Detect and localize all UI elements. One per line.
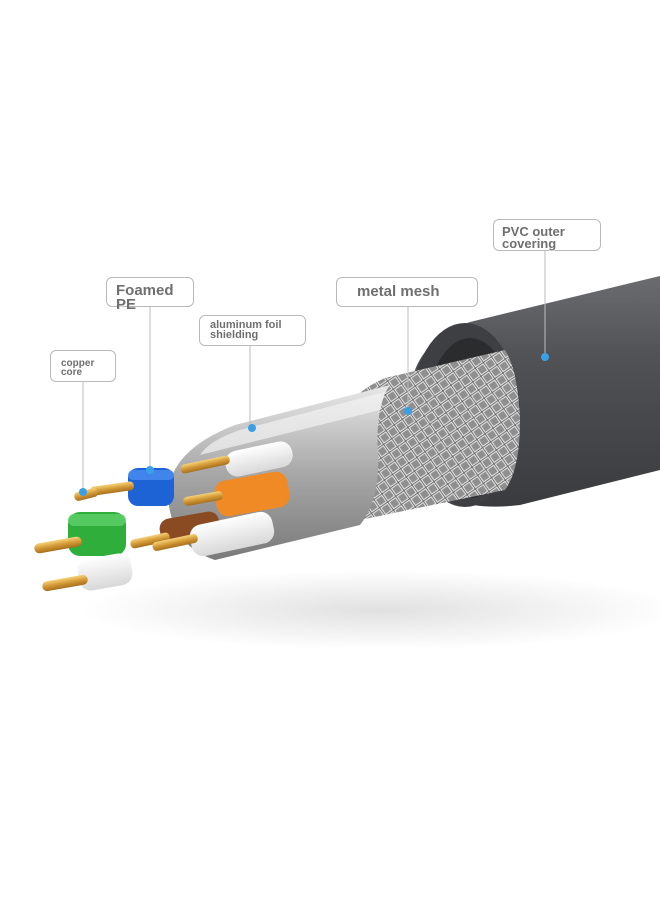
label-aluminum-foil-shielding: aluminum foil shielding (199, 315, 306, 346)
label-alu-line2: shielding (210, 328, 259, 341)
marker-pvc (541, 353, 549, 361)
label-pvc-outer-covering: PVC outer covering (493, 219, 601, 251)
label-metal-mesh: metal mesh (336, 277, 478, 307)
label-copper-line2: core (61, 367, 83, 378)
wire-blue (90, 468, 174, 506)
label-pvc-line1: PVC outer (502, 224, 565, 239)
label-foamed-pe: Foamed PE (106, 277, 194, 311)
marker-foam (146, 466, 154, 474)
cable-shadow (80, 570, 660, 650)
wire-white-left (42, 553, 133, 592)
label-foam-line2: PE (116, 295, 137, 313)
marker-copper (79, 488, 87, 496)
wire-green (34, 512, 126, 556)
label-foam-line1: Foamed (116, 282, 174, 299)
wire-orange (183, 471, 290, 517)
wire-white-top (180, 441, 293, 477)
foil-highlight (200, 392, 385, 455)
label-mesh-text: metal mesh (357, 283, 440, 300)
marker-foil (248, 424, 256, 432)
label-copper-line1: copper (61, 358, 95, 369)
label-alu-line1: aluminum foil (210, 319, 282, 331)
label-pvc-line2: covering (502, 235, 557, 251)
wire-white-bottom (152, 511, 275, 557)
marker-mesh (404, 407, 412, 415)
label-copper-core: copper core (50, 350, 116, 382)
